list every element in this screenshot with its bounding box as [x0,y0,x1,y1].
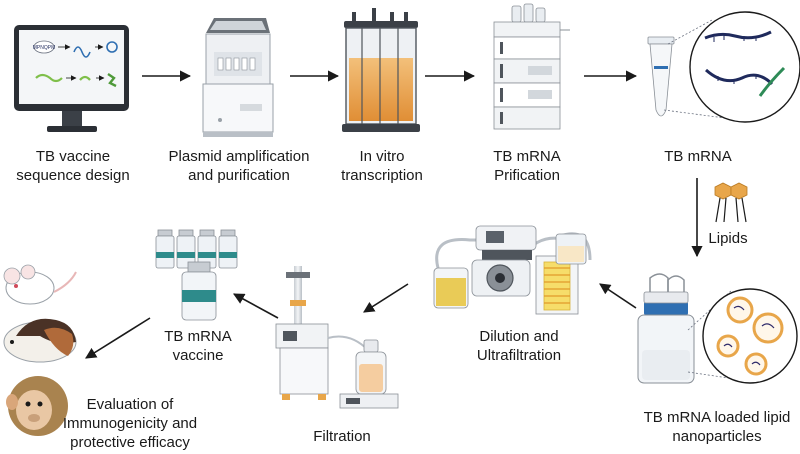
label-line: vaccine [172,347,224,364]
label-line: sequence design [16,167,130,184]
label-dilution: Dilution and Ultrafiltration [477,327,561,365]
lipid-molecule-icon [714,182,748,223]
vaccine-vials-icon [155,229,238,321]
label-line: Filtration [313,428,371,445]
label-line: Evaluation of [86,396,174,413]
monitor-icon: MPNQPM [14,25,129,132]
label-line: In vitro [359,148,405,165]
monkey-icon [6,376,68,436]
label-line: Dilution and [479,328,559,345]
label-evaluation: Evaluation of Immunogenicity and protect… [63,395,197,452]
svg-text:MPNQPM: MPNQPM [33,45,56,51]
label-line: Prification [494,167,560,184]
hplc-system-icon [493,3,570,130]
label-lnp: TB mRNA loaded lipid nanoparticles [644,408,791,446]
bioreactor-icon [342,8,420,132]
label-line: protective efficacy [70,434,190,451]
incubator-shaker-icon [202,18,274,137]
label-mrna: TB mRNA [664,147,732,166]
label-line: nanoparticles [672,428,762,445]
arrow-filtration-to-vaccine [233,293,279,319]
label-line: TB vaccine [35,148,111,165]
label-filtration: Filtration [313,427,371,446]
label-line: and purification [188,167,290,184]
label-vaccine: TB mRNA vaccine [164,327,232,365]
label-line: Ultrafiltration [476,347,562,364]
label-ivt: In vitro transcription [341,147,423,185]
arrow-lnp-to-dilution [599,283,637,309]
label-lipids: Lipids [708,229,747,248]
label-purification: TB mRNA Prification [493,147,561,185]
label-line: TB mRNA [164,328,232,345]
label-line: Immunogenicity and [62,415,198,432]
lnp-bottle-icon [637,273,798,384]
mrna-tube-icon [647,11,800,123]
filtration-device-icon [275,266,399,409]
label-line: Lipids [708,230,748,247]
label-plasmid: Plasmid amplification and purification [169,147,310,185]
pump-system-icon [433,225,592,315]
label-line: transcription [341,167,423,184]
label-line: TB mRNA [664,148,732,165]
arrow-vaccine-to-evaluation [85,317,151,359]
mouse-icon [3,264,77,305]
label-line: TB mRNA loaded lipid [643,409,791,426]
flow-arrows [85,70,703,359]
arrow-dilution-to-filtration [363,283,409,313]
label-sequence-design: TB vaccine sequence design [16,147,129,185]
animal-models-icon [3,264,77,436]
guinea-pig-icon [3,318,77,363]
label-line: Plasmid amplification [168,148,310,165]
label-line: TB mRNA [493,148,561,165]
